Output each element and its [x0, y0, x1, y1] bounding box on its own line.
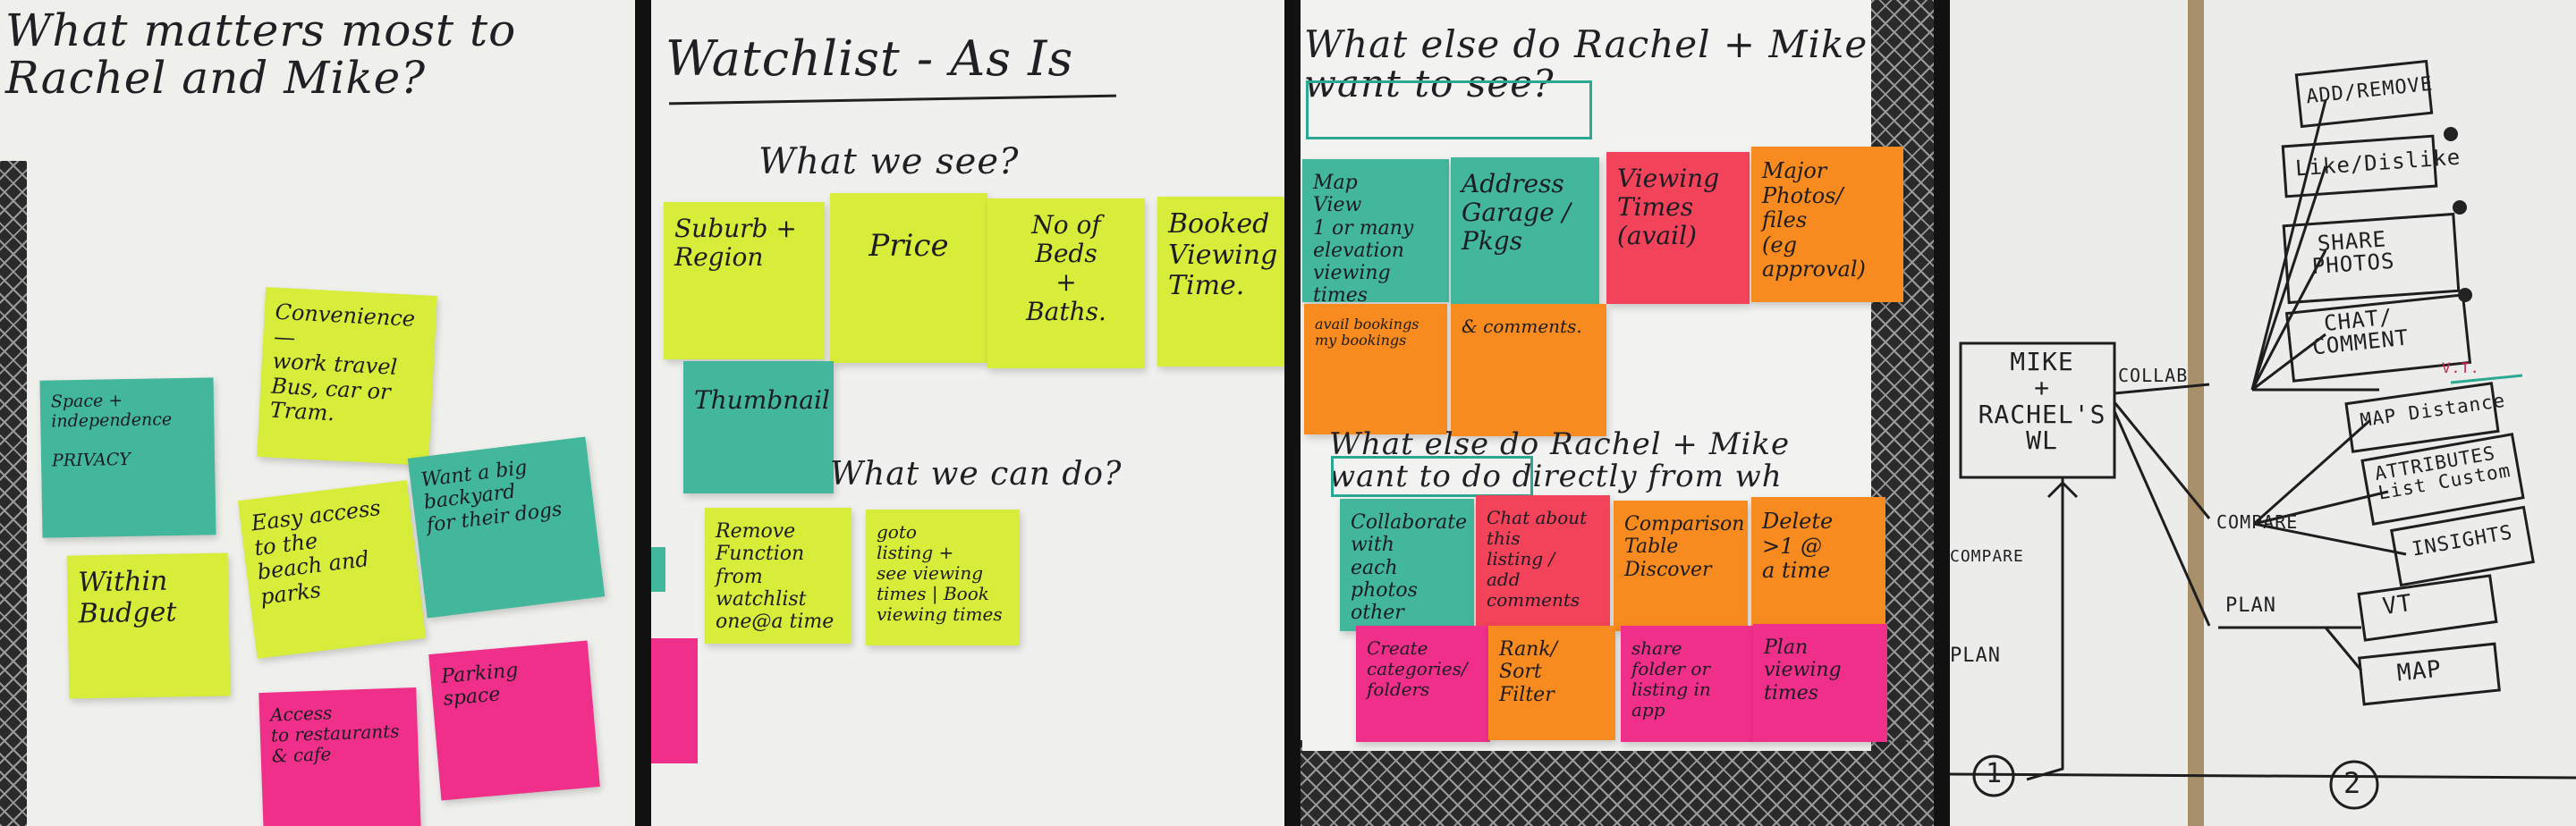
vt-note: V.T. — [2442, 359, 2480, 376]
collab-item: CHAT/ COMMENT — [2311, 304, 2411, 360]
photo-panel-whiteboard: MIKE + RACHEL'S WL COLLAB COMPARE PLAN C… — [1950, 0, 2576, 826]
panel-title: Watchlist - As Is — [665, 30, 1074, 87]
sticky-note: share folder or listing in app — [1621, 626, 1755, 742]
mesh-background — [0, 161, 27, 826]
sticky-note: Plan viewing times — [1753, 624, 1887, 742]
sticky-note: Access to restaurants & cafe — [258, 687, 421, 826]
sticky-note: avail bookings my bookings — [1304, 304, 1447, 434]
photo-gap — [1934, 0, 1950, 826]
photo-gap — [635, 0, 651, 826]
left-plan-label: PLAN — [1950, 645, 2001, 667]
step-number: 2 — [2343, 766, 2362, 800]
whiteboard-sketch — [1950, 59, 2576, 810]
photo-panel-priorities: What matters most to Rachel and Mike? Co… — [0, 0, 635, 826]
sticky-note: Major Photos/ files (eg approval) — [1751, 147, 1903, 302]
sticky-note: No of Beds + Baths. — [987, 198, 1145, 368]
sticky-note: Thumbnail — [683, 361, 834, 493]
sticky-note: Remove Function from watchlist one@a tim… — [705, 508, 852, 644]
sticky-note: Easy access to the beach and parks — [237, 480, 427, 659]
panel-title: What matters most to Rachel and Mike? — [5, 4, 517, 104]
sticky-note: Comparison Table Discover — [1614, 501, 1748, 631]
panel-title: What else do Rachel + Mike want to see? — [1304, 22, 1868, 106]
title-highlight-box — [1306, 80, 1592, 139]
sticky-note: Map View 1 or many elevation viewing tim… — [1302, 159, 1449, 302]
sticky-note: Suburb + Region — [664, 202, 825, 359]
heading-what-we-can-do: What we can do? — [830, 456, 1123, 493]
sticky-note: Delete >1 @ a time — [1751, 497, 1885, 629]
plan-item: MAP — [2395, 655, 2444, 687]
sticky-note: Chat about this listing / add comments — [1476, 495, 1610, 631]
plan-item: VT — [2380, 589, 2415, 621]
sticky-note: Parking space — [428, 640, 600, 801]
sticky-note: Viewing Times (avail) — [1606, 152, 1750, 304]
heading-what-we-see: What we see? — [758, 141, 1020, 182]
sticky-note: goto listing + see viewing times | Book … — [866, 510, 1020, 645]
title-underline — [669, 94, 1116, 105]
photo-panel-watchlist: Watchlist - As Is What we see? Suburb + … — [651, 0, 1284, 826]
panel-subtitle: What else do Rachel + Mike want to do di… — [1329, 426, 1791, 494]
plan-label: PLAN — [2225, 594, 2276, 617]
sticky-note: Booked Viewing Time. — [1157, 197, 1284, 367]
mesh-background — [1301, 740, 1934, 826]
left-compare-label: COMPARE — [1950, 547, 2024, 566]
sticky-note: Convenience — work travel Bus, car or Tr… — [257, 287, 437, 466]
subtitle-highlight-box — [1331, 456, 1533, 497]
sticky-note: Rank/ Sort Filter — [1488, 626, 1615, 740]
sticky-note: Collaborate with each photos other — [1340, 499, 1474, 631]
photo-panel-wishlist: What else do Rachel + Mike want to see? … — [1301, 0, 1934, 826]
sticky-note: Address Garage / Pkgs — [1451, 157, 1599, 304]
whiteboard-seam — [2188, 0, 2204, 826]
sticky-note: Price — [830, 193, 987, 363]
sticky-note: & comments. — [1451, 304, 1606, 436]
sticky-note: Space + independence PRIVACY — [39, 377, 216, 538]
compare-label: COMPARE — [2216, 511, 2299, 533]
photo-gap — [1284, 0, 1301, 826]
wl-box-label: MIKE + RACHEL'S WL — [1978, 347, 2106, 456]
collab-item: SHARE PHOTOS — [2310, 226, 2396, 280]
step-number: 1 — [1986, 758, 2004, 789]
collab-label: COLLAB — [2118, 365, 2189, 386]
sticky-note: Within Budget — [66, 552, 231, 699]
sticky-note: Create categories/ folders — [1356, 626, 1490, 742]
partial-teal-note — [651, 547, 665, 592]
sticky-note: Want a big backyard for their dogs — [407, 436, 606, 619]
partial-pink-note — [651, 638, 698, 763]
